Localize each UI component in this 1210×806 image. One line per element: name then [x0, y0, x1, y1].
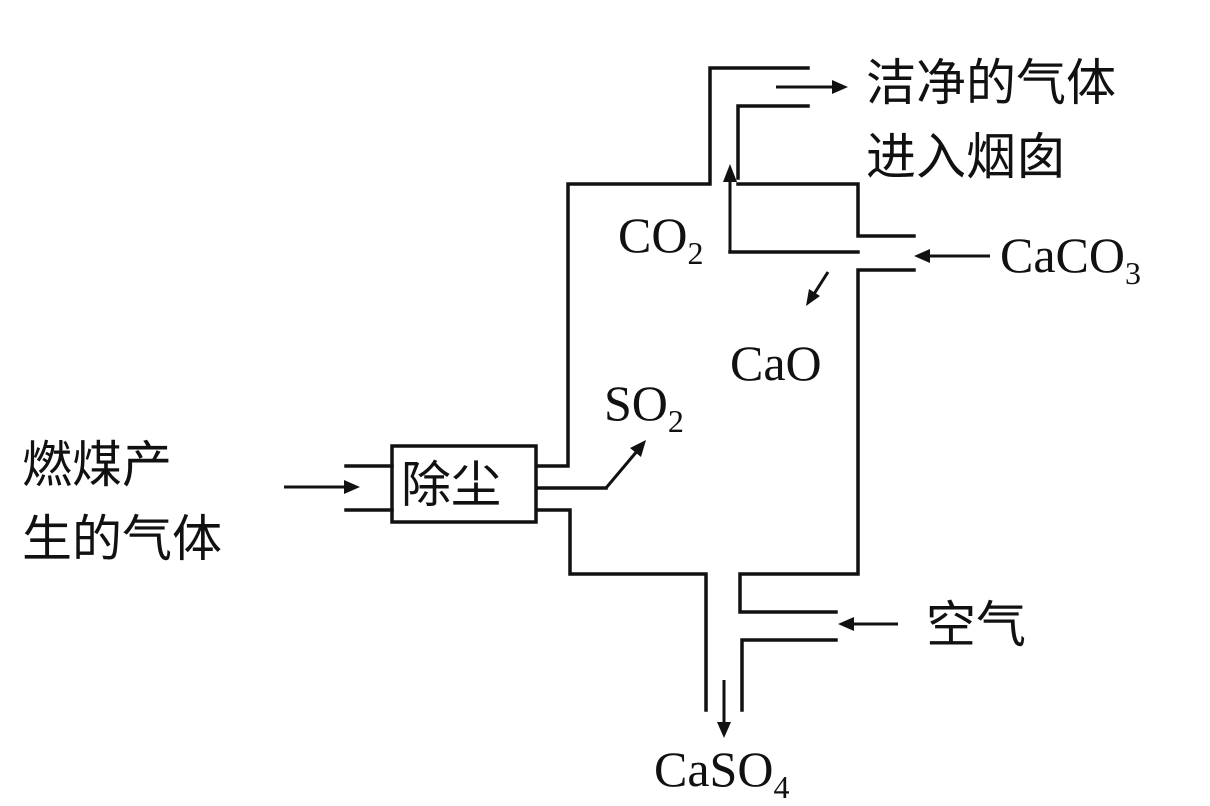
dust-removal-unit: 除尘	[344, 444, 608, 524]
so2-label: SO2	[604, 375, 684, 439]
cao-arrow	[806, 271, 830, 306]
so2-arrow	[604, 440, 646, 489]
air-inlet-arrow	[838, 617, 898, 631]
cao-label: CaO	[730, 335, 822, 391]
caso4-arrow	[717, 680, 731, 738]
coal-gas-inlet-arrow	[284, 480, 360, 494]
co2-arrow	[723, 164, 737, 252]
caco3-inlet-arrow	[914, 249, 990, 263]
clean-gas-label-line2: 进入烟囱	[866, 128, 1066, 186]
air-label: 空气	[926, 596, 1026, 654]
caco3-label: CaCO3	[1000, 227, 1141, 291]
clean-gas-outlet-arrow	[776, 80, 848, 94]
dust-removal-label: 除尘	[401, 456, 501, 514]
coal-gas-label-line1: 燃煤产	[22, 436, 172, 494]
co2-label: CO2	[618, 207, 703, 271]
clean-gas-label-line1: 洁净的气体	[866, 54, 1116, 112]
coal-gas-label-line2: 生的气体	[22, 510, 222, 568]
caso4-label: CaSO4	[654, 741, 789, 805]
reactor-vessel	[535, 66, 916, 712]
